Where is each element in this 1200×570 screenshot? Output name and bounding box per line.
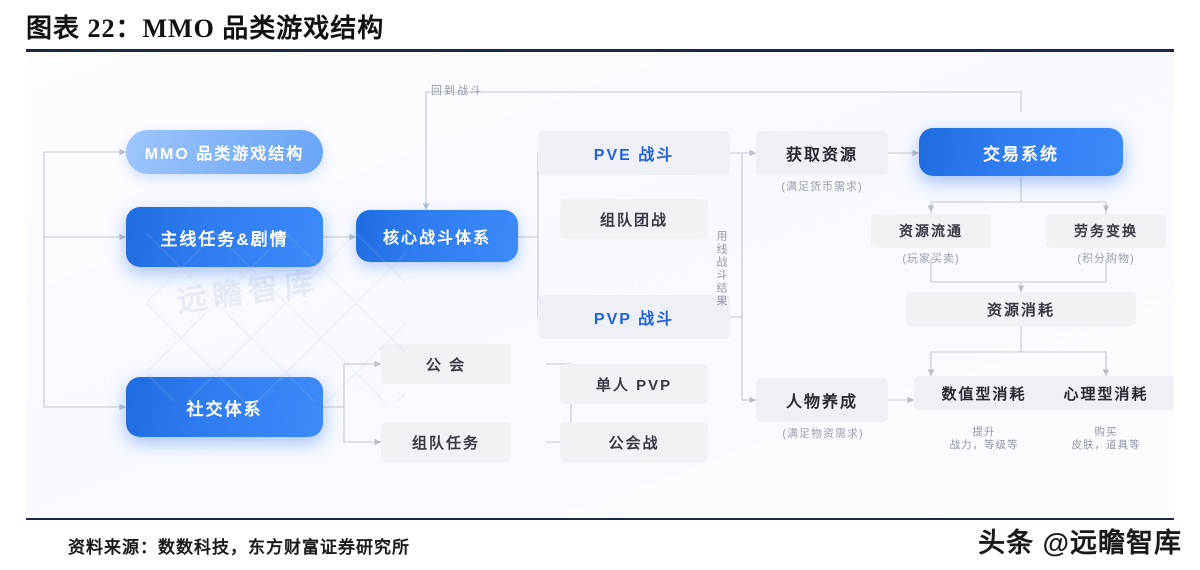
node-trade-system-label: 交易系统 [983, 144, 1059, 164]
node-labor-exchange[interactable]: 劳务变换 [1046, 214, 1166, 248]
node-team-raid[interactable]: 组队团战 [560, 199, 708, 239]
node-character-growth[interactable]: 人物养成 [756, 378, 888, 422]
node-numeric-consume[interactable]: 数值型消耗 [914, 376, 1054, 410]
node-character-growth-sub: (满足物资需求) [748, 427, 898, 441]
node-solo-pvp[interactable]: 单人 PVP [560, 364, 708, 404]
node-team-mission[interactable]: 组队任务 [381, 422, 511, 462]
node-character-growth-sub-text: (满足物资需求) [782, 428, 864, 440]
node-resource-flow-label: 资源流通 [899, 223, 963, 239]
diagram-canvas: 远瞻智库 [26, 52, 1174, 518]
node-main-quest-label: 主线任务&剧情 [160, 229, 289, 249]
node-pvp-label: PVP 战斗 [593, 311, 675, 328]
node-resource-flow-sub-text: (玩家买卖) [902, 253, 960, 265]
node-resource-consume[interactable]: 资源消耗 [906, 292, 1136, 326]
node-pve[interactable]: PVE 战斗 [538, 131, 730, 175]
node-numeric-consume-label: 数值型消耗 [941, 385, 1027, 403]
node-core-combat-label: 核心战斗体系 [382, 230, 491, 247]
node-social-label: 社交体系 [186, 399, 263, 419]
node-guild-label: 公 会 [425, 356, 467, 374]
title-divider [26, 49, 1174, 52]
node-labor-exchange-sub: (积分购物) [1046, 252, 1166, 266]
node-guild[interactable]: 公 会 [381, 344, 511, 384]
node-social[interactable]: 社交体系 [126, 377, 323, 437]
node-resource-flow[interactable]: 资源流通 [871, 214, 991, 248]
node-get-resource-sub-text: (满足货币需求) [781, 181, 863, 193]
edge-label-use-combat-result-text: 用线战斗结果 [715, 230, 727, 308]
page-title: 图表 22：MMO 品类游戏结构 [26, 14, 385, 43]
node-character-growth-label: 人物养成 [785, 394, 858, 411]
node-psych-consume-label: 心理型消耗 [1063, 385, 1149, 403]
edge-label-back-to-combat: 回到战斗 [431, 82, 483, 98]
node-team-raid-label: 组队团战 [599, 211, 668, 229]
node-get-resource-label: 获取资源 [785, 147, 858, 164]
node-trade-system[interactable]: 交易系统 [919, 128, 1123, 176]
node-numeric-consume-sub: 提升 战力，等级等 [914, 413, 1054, 452]
node-resource-flow-sub: (玩家买卖) [871, 252, 991, 266]
node-root[interactable]: MMO 品类游戏结构 [126, 130, 323, 174]
node-numeric-consume-sub-text: 提升 战力，等级等 [949, 426, 1019, 451]
node-psych-consume-sub: 购买 皮肤，道具等 [1036, 413, 1174, 452]
node-labor-exchange-sub-text: (积分购物) [1077, 253, 1135, 265]
footer-divider [26, 518, 1174, 520]
node-main-quest[interactable]: 主线任务&剧情 [126, 207, 323, 267]
node-resource-consume-label: 资源消耗 [986, 301, 1055, 319]
watermark: 头条 @远瞻智库 [978, 528, 1182, 558]
node-pvp[interactable]: PVP 战斗 [538, 295, 730, 339]
node-core-combat[interactable]: 核心战斗体系 [356, 210, 518, 262]
node-pve-label: PVE 战斗 [593, 147, 675, 164]
node-psych-consume-sub-text: 购买 皮肤，道具等 [1071, 426, 1141, 451]
edge-label-use-combat-result: 用线战斗结果 [714, 230, 728, 308]
node-guild-war-label: 公会战 [608, 434, 660, 452]
source-note: 资料来源：数数科技，东方财富证券研究所 [68, 538, 410, 557]
node-get-resource[interactable]: 获取资源 [756, 131, 888, 175]
edge-label-back-to-combat-text: 回到战斗 [431, 85, 483, 97]
node-guild-war[interactable]: 公会战 [560, 422, 708, 462]
node-get-resource-sub: (满足货币需求) [756, 180, 888, 194]
node-labor-exchange-label: 劳务变换 [1074, 223, 1138, 239]
node-root-label: MMO 品类游戏结构 [144, 146, 305, 163]
node-psych-consume[interactable]: 心理型消耗 [1036, 376, 1174, 410]
node-team-mission-label: 组队任务 [411, 434, 480, 452]
node-solo-pvp-label: 单人 PVP [595, 376, 673, 394]
